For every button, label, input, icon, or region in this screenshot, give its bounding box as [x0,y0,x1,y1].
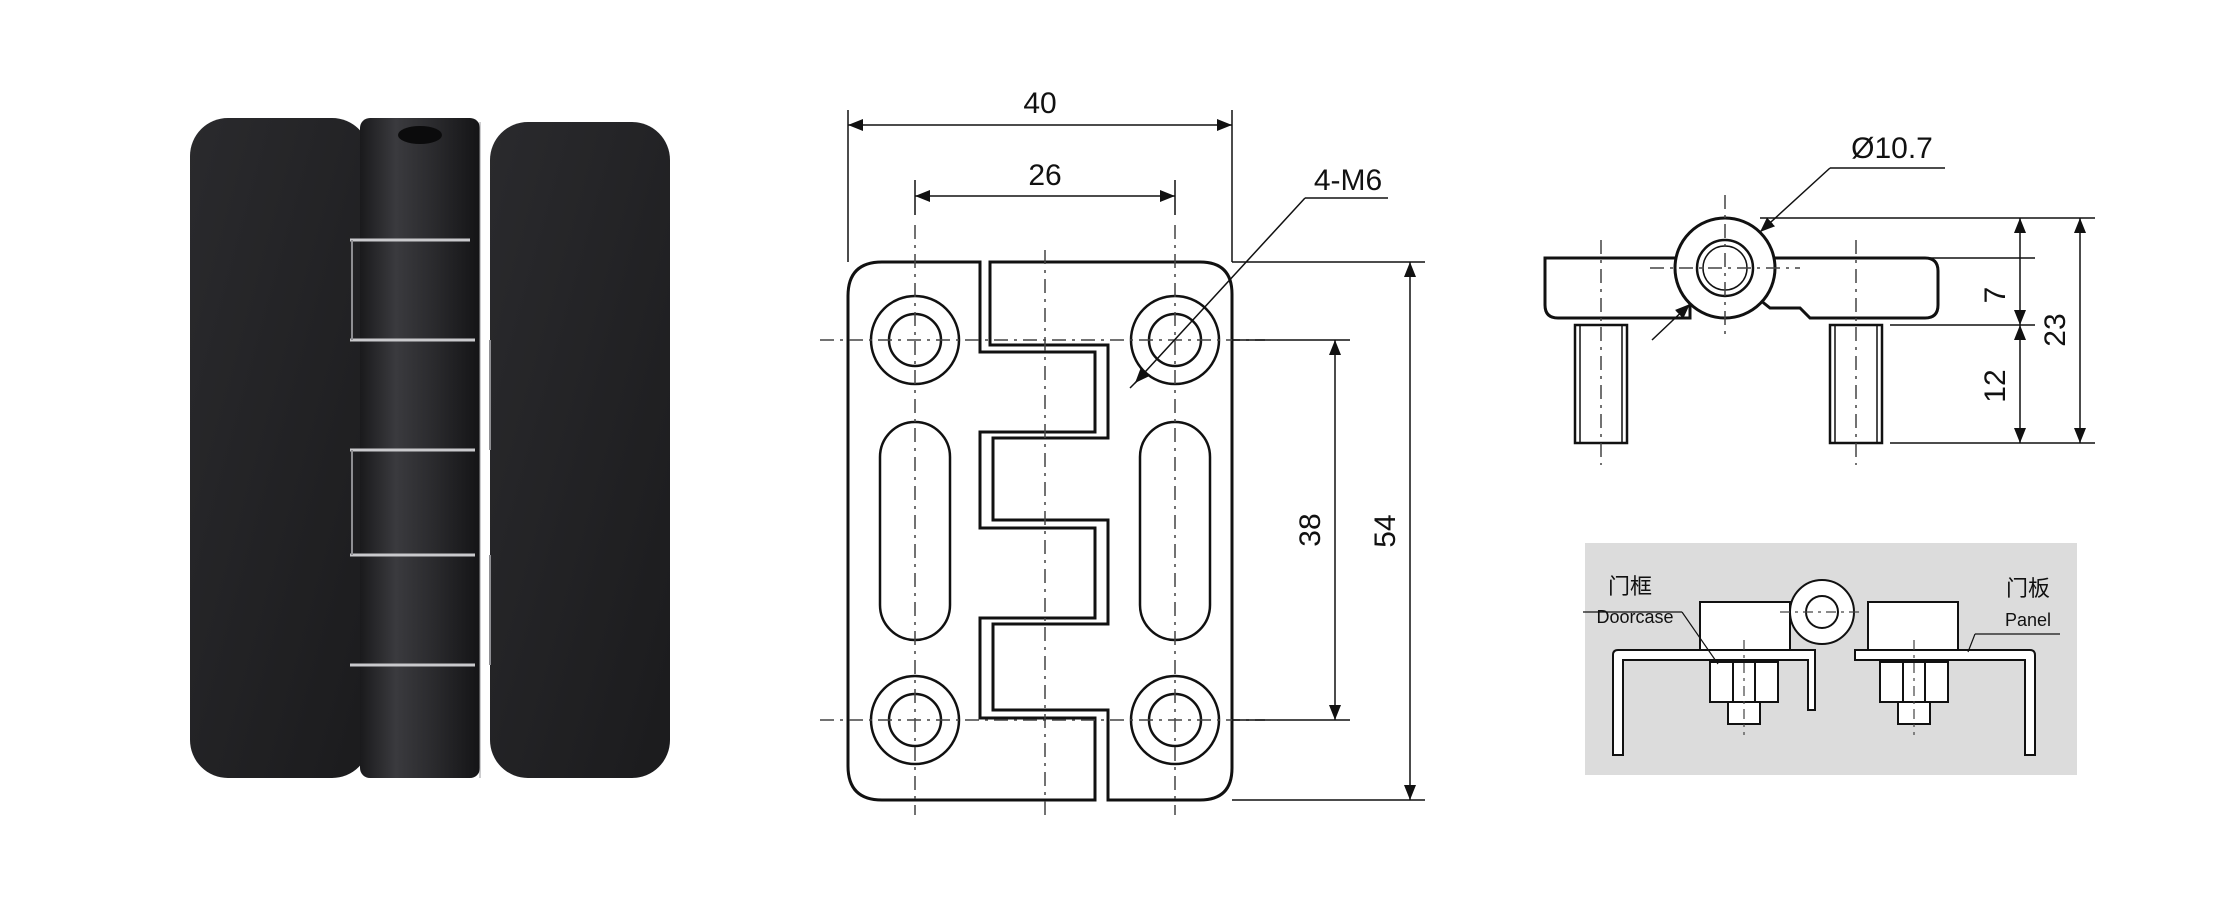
dim-hole-y-label: 38 [1294,513,1327,546]
doorcase-cn-label: 门框 [1608,574,1652,599]
pin-diameter-label: Ø10.7 [1851,132,1933,165]
panel-profile [1854,649,2036,756]
dim-upper-label: 7 [1979,287,2012,304]
dim-width-label: 40 [1023,87,1056,120]
dim-overall-side-label: 23 [2039,313,2072,346]
hinge-pin-hole [398,126,442,144]
panel-cn-label: 门板 [2006,576,2050,601]
dim-hole-x-label: 26 [1028,159,1061,192]
thread-leader [1129,197,1388,389]
thread-label: 4-M6 [1314,164,1382,197]
front-view-labels: 40 26 4-M6 38 54 [1023,87,1402,548]
dim-stud-label: 12 [1979,369,2012,402]
hinge-photo [190,118,670,778]
front-view-outline [846,260,1097,802]
center-lines [820,225,1265,815]
side-view-labels: Ø10.7 7 12 23 [1851,132,2072,403]
hinge-knuckle [360,118,480,778]
hinge-right-leaf [490,122,670,778]
dim-width [847,110,1233,262]
hinge-left-leaf [190,118,370,778]
knuckle-segment-lines [350,238,491,667]
panel-en-label: Panel [2005,610,2051,630]
dim-hole-x [914,180,1176,215]
side-view-body-right [1759,256,1940,320]
side-view-body [1543,256,1692,320]
installation-diagram: 门框 Doorcase 门板 Panel [1583,543,2077,775]
doorcase-profile [1612,649,1816,756]
front-view-drawing [820,110,1425,815]
dim-height [1232,261,1425,801]
dim-height-label: 54 [1369,514,1402,547]
doorcase-en-label: Doorcase [1596,607,1673,627]
front-view-outline-right [988,260,1234,802]
side-view-drawing [1543,167,2095,465]
dim-hole-y [1232,339,1350,721]
